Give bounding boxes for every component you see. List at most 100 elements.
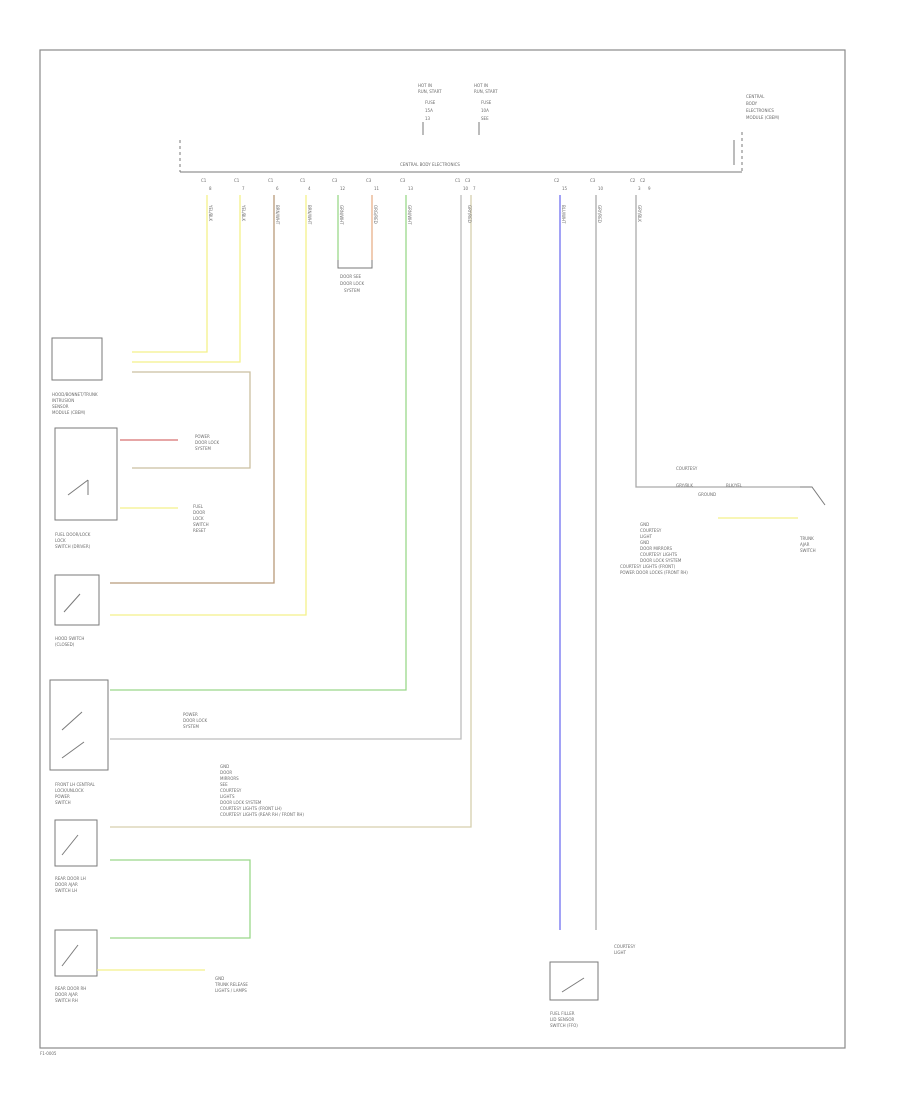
wire-color-label: GRY/RED [597,205,602,223]
hood-lock-contact [63,593,81,613]
trunk-wire-2: BLK/YEL [726,483,743,488]
ground-list-1: GND [220,764,229,769]
pin-number: 10 [598,186,604,191]
fuel-door-lock-switch: FUEL DOOR/LOCK LOCK SWITCH (DRIVER) POWE… [54,427,219,549]
ground-list-3: MIRRORS [220,776,239,781]
connector-id: C2 [554,178,560,183]
wire-color-label: GRN/WHT [339,205,344,225]
ground-list-6: LIGHTS [220,794,235,799]
fuel-filler-line-2: LID SENSOR [550,1017,575,1022]
front-lh-line-1: FRONT LH CENTRAL [55,782,96,787]
splice-line-1: DOOR SEE [340,274,361,279]
trunk-ajar-2: AJAR [800,542,810,547]
gnd-right-8: COURTESY LIGHTS (FRONT) [620,564,676,569]
power-a-line-1: HOT IN [418,83,432,88]
ground-list-2: DOOR [220,770,232,775]
wire-yellow-2 [132,195,241,363]
pin-number: 10 [463,186,469,191]
gnd-right-5: DOOR MIRRORS [640,546,673,551]
door-lock-b-line-2: DOOR LOCK [183,718,207,723]
rear-rh-line-2: DOOR AJAR [55,992,78,997]
rear-rh-door-switch: REAR DOOR RH DOOR AJAR SWITCH RH GND TRU… [54,929,248,1003]
rear-rh-line-1: REAR DOOR RH [55,986,86,991]
diagram-frame [39,49,846,1049]
ground-list-4: SEE [220,782,228,787]
rear-rh-line-3: SWITCH RH [55,998,78,1003]
fuel-ref-line-3: LOCK [193,516,204,521]
gnd-right-7: DOOR LOCK SYSTEM [640,558,682,563]
power-a-line-3: FUSE [425,100,436,105]
wire-tan-1 [132,371,251,469]
ground-list-9: COURTESY LIGHTS (REAR RH / FRONT RH) [220,812,304,817]
connector-pins: C18C17C16C14C312C311C313C110C37C215C310C… [201,178,651,191]
pin-number: 12 [340,186,346,191]
hood-sensor-line-2: INTRUSION [52,398,74,403]
front-lh-line-3: POWER [55,794,70,799]
connector-id: C3 [400,178,406,183]
rear-rh-contact [61,944,79,967]
ground-list-right: GND COURTESY LIGHT GND DOOR MIRRORS COUR… [620,522,688,575]
fuel-door-line-2: LOCK [55,538,66,543]
fuel-ref-line-4: SWITCH [193,522,209,527]
gnd-right-4: GND [640,540,649,545]
connector-id: C3 [332,178,338,183]
splice-bracket [337,260,373,269]
fuel-switch-box [54,427,118,521]
connector-id: C3 [590,178,596,183]
power-b-line-2: RUN, START [474,89,498,94]
wire-color-label: BRN/WHT [307,205,312,225]
power-a-line-4: 15A [425,108,433,113]
hood-lock-line-2: (CLOSED) [55,642,75,647]
module-name: CENTRAL BODY ELECTRONICS [400,162,460,167]
power-source-a: HOT IN RUN, START FUSE 15A 13 [418,83,442,135]
gnd-right-1: GND [640,522,649,527]
wire-grey-trunk [635,195,800,488]
fuel-ref-line-1: FUEL [193,504,204,509]
power-b-line-1: HOT IN [474,83,488,88]
rear-ground-3: LIGHTS / LAMPS [215,988,247,993]
door-lock-b-line-3: SYSTEM [183,724,199,729]
fuel-ground-1: COURTESY [614,944,636,949]
fuel-filler-contact [561,977,585,993]
fuel-filler-box [549,961,599,1001]
module-bus: CENTRAL BODY ELECTRONICS [179,132,743,173]
trunk-ground: GROUND [698,492,716,497]
door-lock-b-line-1: POWER [183,712,198,717]
module-name-right: CENTRAL BODY ELECTRONICS MODULE (CBEM) [746,94,780,120]
wire-brown-1 [110,195,275,584]
pin-number: 4 [308,186,311,191]
fuel-switch-contact [67,479,89,496]
gnd-right-9: POWER DOOR LOCKS (FRONT RH) [620,570,688,575]
power-source-b: HOT IN RUN, START FUSE 10A SEE [474,83,498,135]
wire-green-1 [110,195,407,691]
power-b-line-3: FUSE [481,100,492,105]
power-b-line-4: 10A [481,108,489,113]
hood-sensor-line-4: MODULE (CBEM) [52,410,86,415]
right-module-line-3: ELECTRONICS [746,108,774,113]
rear-lh-line-3: SWITCH LH [55,888,77,893]
hood-lock-box [54,574,100,626]
rear-lh-door-switch: REAR DOOR LH DOOR AJAR SWITCH LH [54,819,98,893]
gnd-right-2: COURTESY [640,528,662,533]
connector-id: C3 [465,178,471,183]
pin-number: 15 [562,186,568,191]
wire-yellow-1 [132,195,208,353]
rear-lh-line-2: DOOR AJAR [55,882,78,887]
wire-grey-1 [110,195,462,740]
front-lh-line-4: SWITCH [55,800,71,805]
pin-number: 7 [473,186,476,191]
hood-intrusion-sensor: HOOD/BONNET/TRUNK INTRUSION SENSOR MODUL… [51,337,103,415]
connector-id: C1 [234,178,240,183]
pin-number: 7 [242,186,245,191]
wire-color-label: ORG/RED [373,205,378,224]
wires [110,195,800,939]
pin-number: 9 [648,186,651,191]
front-lh-contacts [61,711,85,759]
trunk-ajar-switch: COURTESY GRY/BLK BLK/YEL GROUND TRUNK AJ… [676,466,826,553]
wire-color-label: GRY/RED [467,205,472,223]
rear-ground-1: GND [215,976,224,981]
hood-sensor-line-3: SENSOR [52,404,69,409]
door-lock-a-line-3: SYSTEM [195,446,211,451]
